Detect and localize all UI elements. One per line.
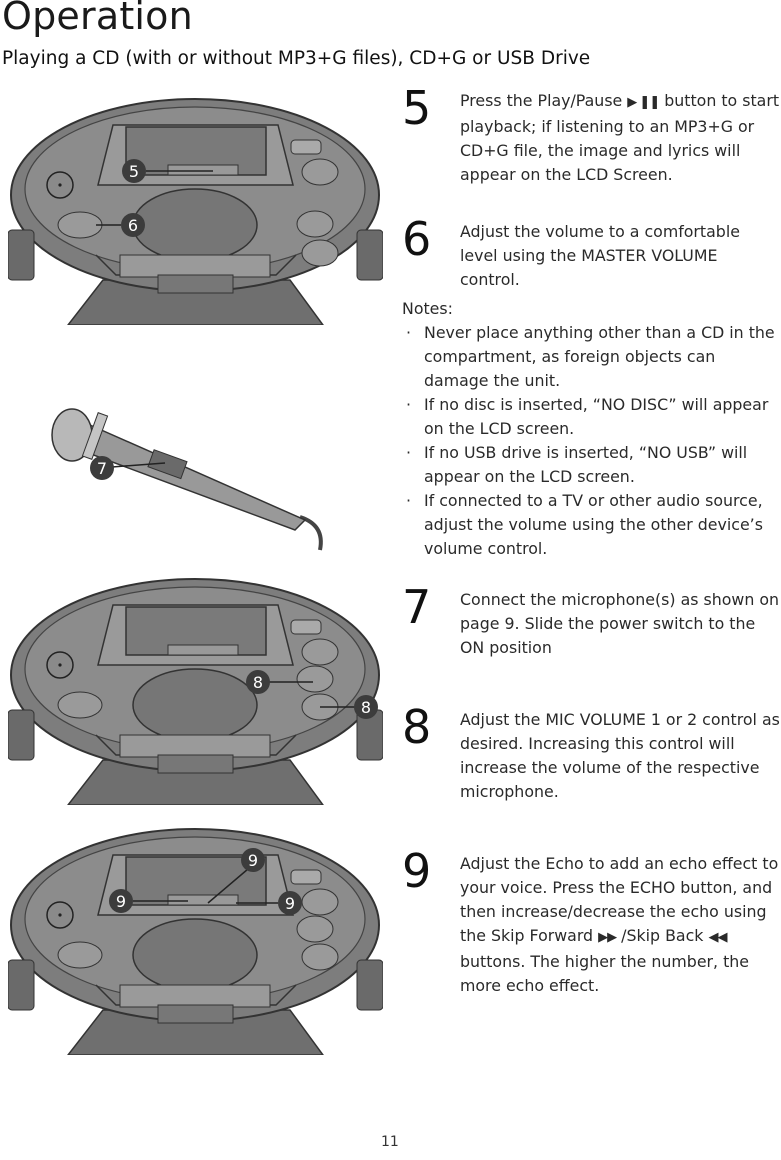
step-number: 5 — [402, 81, 432, 135]
step-text: Adjust the volume to a comfortable level… — [460, 222, 740, 289]
note-item: Never place anything other than a CD in … — [402, 321, 780, 393]
callout-number: 6 — [128, 216, 138, 235]
callout-number: 9 — [116, 892, 126, 911]
callout-number: 7 — [97, 459, 107, 478]
step-number: 7 — [402, 580, 432, 634]
callout-number: 8 — [361, 698, 371, 717]
step-text-part: /Skip Back — [616, 926, 709, 945]
notes-section: Notes: Never place anything other than a… — [402, 297, 780, 561]
page-title: Operation — [2, 0, 193, 38]
notes-heading: Notes: — [402, 299, 453, 318]
step-number: 9 — [402, 844, 432, 898]
karaoke-unit-illustration-1: 5 6 — [8, 95, 383, 325]
microphone-illustration: 7 — [50, 405, 340, 555]
note-item: If connected to a TV or other audio sour… — [402, 489, 780, 561]
callout-number: 9 — [248, 851, 258, 870]
callout-9-top: 9 — [207, 848, 265, 904]
step-text-part: Adjust the Echo to add an echo effect to… — [460, 854, 779, 945]
step-text-part: Press the Play/Pause — [460, 91, 628, 110]
callout-number: 8 — [253, 673, 263, 692]
play-pause-icon: ▶ ❚❚ — [627, 95, 660, 110]
step-text-part: button to start playback; if listening t… — [460, 91, 780, 184]
note-item: If no USB drive is inserted, “NO USB” wi… — [402, 441, 780, 489]
step-text: Press the Play/Pause ▶ ❚❚ button to star… — [460, 89, 781, 187]
step-text: Connect the microphone(s) as shown on pa… — [460, 590, 780, 657]
callout-9-left: 9 — [109, 889, 188, 913]
step-number: 6 — [402, 212, 432, 266]
karaoke-unit-drawing — [8, 98, 383, 325]
karaoke-unit-illustration-2: 8 8 — [8, 575, 383, 805]
karaoke-unit-illustration-3: 9 9 9 — [8, 825, 383, 1055]
step-text: Adjust the MIC VOLUME 1 or 2 control as … — [460, 710, 780, 801]
karaoke-unit-drawing — [8, 828, 383, 1055]
karaoke-unit-drawing — [8, 578, 383, 805]
page-number: 11 — [381, 1134, 399, 1150]
callout-number: 5 — [129, 162, 139, 181]
step-text: Adjust the Echo to add an echo effect to… — [460, 852, 781, 998]
callout-7: 7 — [90, 456, 166, 480]
note-item: If no disc is inserted, “NO DISC” will a… — [402, 393, 780, 441]
notes-list: Never place anything other than a CD in … — [402, 321, 780, 561]
callout-8-right: 8 — [320, 695, 378, 719]
callout-8-left: 8 — [246, 670, 313, 694]
page-subtitle: Playing a CD (with or without MP3+G file… — [2, 48, 591, 69]
callout-9-right: 9 — [236, 891, 302, 915]
step-text-part: buttons. The higher the number, the more… — [460, 952, 750, 995]
skip-forward-icon: ▶▶ — [598, 930, 617, 945]
callout-number: 9 — [285, 894, 295, 913]
callout-5: 5 — [122, 159, 213, 183]
callout-6: 6 — [96, 213, 145, 237]
step-number: 8 — [402, 700, 432, 754]
skip-back-icon: ◀◀ — [708, 930, 727, 945]
microphone-drawing — [51, 408, 323, 551]
